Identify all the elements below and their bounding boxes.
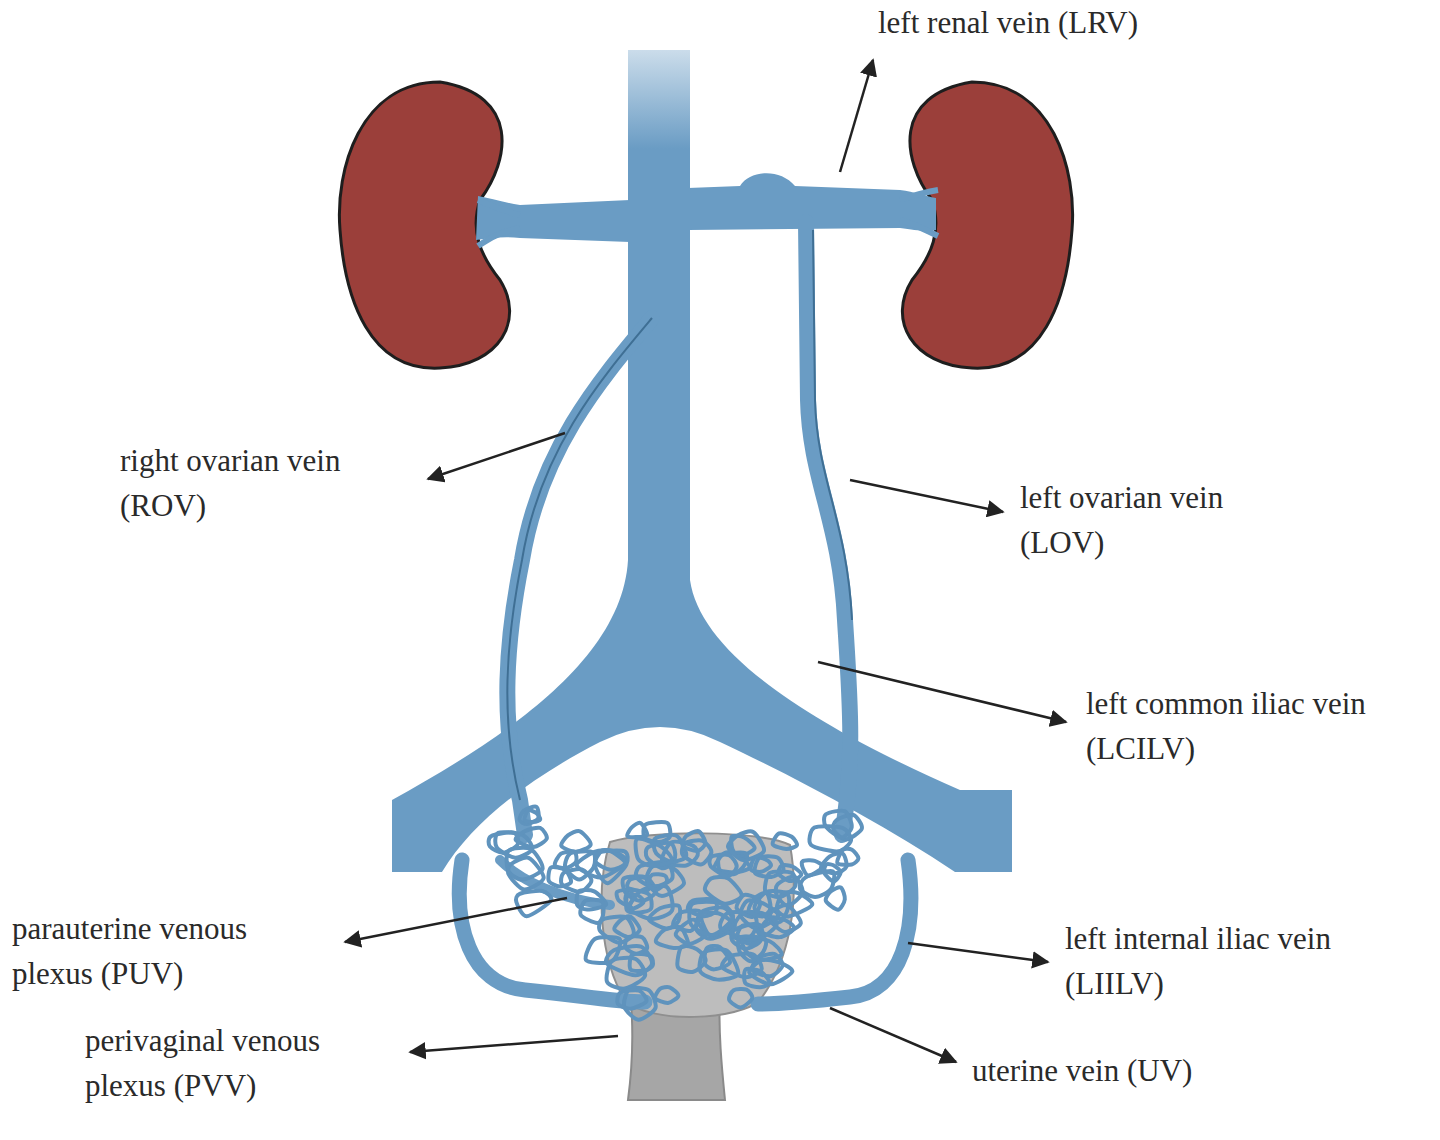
renal-strand bbox=[478, 200, 520, 215]
leader-line bbox=[908, 943, 1048, 962]
callout-label: left internal iliac vein (LIILV) bbox=[1065, 916, 1415, 1006]
leader-line bbox=[850, 480, 1003, 512]
callout-label: left ovarian vein (LOV) bbox=[1020, 475, 1295, 565]
plexus-loop bbox=[648, 874, 667, 890]
plexus-loop bbox=[524, 810, 540, 822]
leader-line bbox=[410, 1036, 618, 1052]
leader-line bbox=[818, 662, 1066, 722]
plexus-loop bbox=[580, 900, 603, 923]
vein-group bbox=[392, 50, 1012, 1004]
plexus-loop bbox=[738, 936, 766, 961]
renal-strand bbox=[478, 228, 520, 246]
plexus-loop bbox=[688, 899, 717, 916]
plexus-loop bbox=[728, 831, 764, 860]
plexus-loop bbox=[826, 887, 845, 909]
renal-strands bbox=[478, 190, 938, 246]
ovarian-vein-edge bbox=[813, 230, 852, 620]
callout-label: left common iliac vein (LCILV) bbox=[1086, 681, 1436, 771]
plexus-loop bbox=[555, 851, 577, 868]
plexus-loop bbox=[722, 954, 762, 978]
renal-strand bbox=[900, 220, 938, 236]
plexus-loop bbox=[773, 833, 797, 849]
venous-plexus bbox=[489, 807, 862, 1020]
callout-label: uterine vein (UV) bbox=[972, 1048, 1302, 1093]
plexus-loop bbox=[561, 831, 591, 852]
organ-group bbox=[339, 82, 1072, 1100]
leader-group bbox=[345, 60, 1066, 1062]
plexus-loop bbox=[655, 987, 678, 1003]
plexus-loop bbox=[810, 826, 852, 851]
plexus-loop bbox=[636, 839, 672, 866]
ovarian-vein-line bbox=[806, 222, 850, 835]
plexus-loop bbox=[489, 832, 518, 852]
leader-line bbox=[345, 898, 567, 942]
vena-cava-shape bbox=[392, 50, 1012, 872]
ovarian-vein-edge bbox=[507, 318, 652, 800]
plexus-loop bbox=[617, 990, 646, 1009]
plexus-loop bbox=[824, 864, 841, 881]
leader-line bbox=[830, 1008, 956, 1062]
ovarian-vein-line bbox=[507, 318, 652, 835]
callout-label: parauterine venous plexus (PUV) bbox=[12, 906, 312, 996]
plexus-loop bbox=[627, 823, 647, 837]
plexus-loop bbox=[689, 902, 733, 935]
plexus-loop bbox=[776, 877, 803, 906]
plexus-loop bbox=[749, 893, 771, 917]
plexus-loop bbox=[649, 905, 680, 928]
leader-line bbox=[428, 433, 565, 479]
plexus-loop bbox=[737, 924, 762, 944]
plexus-loop bbox=[606, 946, 652, 975]
callout-label: right ovarian vein (ROV) bbox=[120, 438, 410, 528]
plexus-loop bbox=[516, 828, 547, 847]
plexus-loop bbox=[729, 989, 752, 1008]
plexus-loop bbox=[709, 855, 736, 877]
plexus-loop bbox=[507, 848, 543, 880]
callout-label: perivaginal venous plexus (PVV) bbox=[85, 1018, 390, 1108]
callout-label: left renal vein (LRV) bbox=[878, 0, 1218, 45]
plexus-loop bbox=[595, 851, 628, 884]
renal-strand bbox=[900, 190, 938, 200]
uterine-vein-line bbox=[459, 860, 645, 1002]
plexus-loop bbox=[683, 831, 706, 851]
leader-line bbox=[840, 60, 873, 172]
plexus-loop bbox=[625, 895, 643, 909]
